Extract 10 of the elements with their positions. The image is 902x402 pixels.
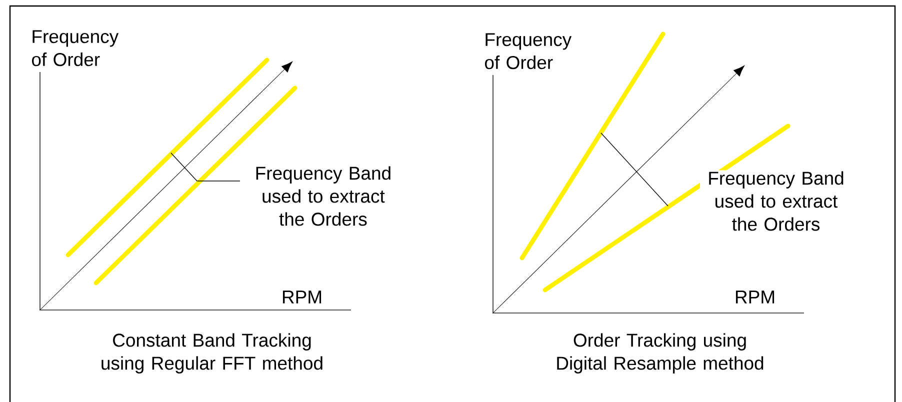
axis-title: Frequency of Order [32,30,119,66]
axis-title: RPM [282,290,322,304]
axis-title: RPM [736,290,774,304]
caption: Constant Band Tracking using Regular FFT method [102,333,322,374]
callout-text: Frequency Band used to extract the Orders [700,170,852,232]
leader-line [196,180,240,182]
callout-text: Frequency Band used to extract the Orders [256,166,390,226]
band-width-marker [170,152,198,182]
caption: Order Tracking using Digital Resample method [557,333,764,374]
axis-title: Frequency of Order [485,33,572,70]
